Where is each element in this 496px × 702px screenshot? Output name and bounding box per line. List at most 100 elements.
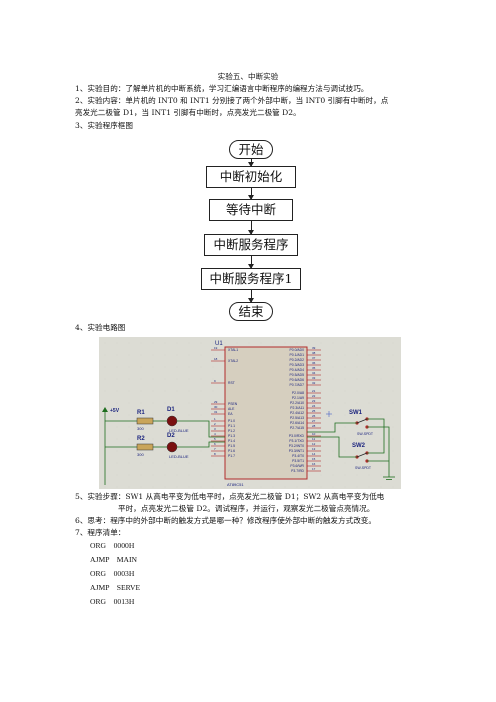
- grid-dot: [260, 342, 262, 344]
- grid-dot: [104, 378, 106, 380]
- pin-number: 28: [312, 424, 316, 428]
- pin-label: P3.3/INT1: [289, 449, 304, 453]
- grid-dot: [188, 354, 190, 356]
- grid-dot: [332, 438, 334, 440]
- wire-int1: [307, 436, 357, 458]
- grid-dot: [164, 390, 166, 392]
- grid-dot: [176, 378, 178, 380]
- pin-number: 26: [312, 414, 316, 418]
- grid-dot: [116, 354, 118, 356]
- grid-dot: [212, 342, 214, 344]
- grid-dot: [332, 426, 334, 428]
- pin-label: P2.4/A12: [290, 411, 304, 415]
- grid-dot: [332, 354, 334, 356]
- pin-label: P1.1: [228, 424, 235, 428]
- grid-dot: [128, 438, 130, 440]
- grid-dot: [152, 378, 154, 380]
- grid-dot: [320, 486, 322, 488]
- grid-dot: [212, 462, 214, 464]
- grid-dot: [200, 378, 202, 380]
- grid-dot: [368, 462, 370, 464]
- grid-dot: [200, 354, 202, 356]
- grid-dot: [356, 378, 358, 380]
- paragraph-steps-1: 5、实验步骤：SW1 从高电平变为低电平时，点亮发光二极管 D1；SW2 从高电…: [75, 492, 385, 501]
- flow-arrow: [248, 256, 254, 269]
- grid-dot: [116, 450, 118, 452]
- grid-dot: [164, 486, 166, 488]
- grid-dot: [188, 438, 190, 440]
- pin-number: 16: [312, 462, 316, 466]
- grid-dot: [116, 486, 118, 488]
- grid-dot: [116, 378, 118, 380]
- code-line: ORG 0003H: [90, 569, 135, 578]
- grid-dot: [332, 414, 334, 416]
- grid-dot: [104, 402, 106, 404]
- grid-dot: [116, 366, 118, 368]
- pin-number: 25: [312, 409, 316, 413]
- grid-dot: [164, 426, 166, 428]
- grid-dot: [248, 486, 250, 488]
- grid-dot: [308, 342, 310, 344]
- grid-dot: [344, 390, 346, 392]
- grid-dot: [104, 342, 106, 344]
- grid-dot: [308, 366, 310, 368]
- pin-label: P2.1/A9: [292, 396, 304, 400]
- pin-number: 22: [312, 394, 316, 398]
- wire-int0: [307, 422, 357, 433]
- grid-dot: [332, 462, 334, 464]
- grid-dot: [344, 438, 346, 440]
- pin-label: P3.4/T0: [292, 454, 304, 458]
- code-line: AJMP SERVE: [90, 583, 141, 592]
- grid-dot: [320, 462, 322, 464]
- pin-number: 21: [312, 389, 316, 393]
- grid-dot: [380, 390, 382, 392]
- grid-dot: [116, 462, 118, 464]
- grid-dot: [164, 450, 166, 452]
- grid-dot: [212, 378, 214, 380]
- grid-dot: [308, 414, 310, 416]
- pin-label: P2.6/A14: [290, 421, 304, 425]
- grid-dot: [152, 390, 154, 392]
- grid-dot: [128, 414, 130, 416]
- grid-dot: [188, 474, 190, 476]
- r1-value: 300: [137, 426, 144, 431]
- grid-dot: [368, 414, 370, 416]
- sw1-part: SW-SPDT: [357, 432, 374, 436]
- grid-dot: [356, 450, 358, 452]
- flow-end: 结束: [229, 302, 273, 321]
- pin-label: P3.5/T1: [292, 459, 304, 463]
- grid-dot: [368, 438, 370, 440]
- grid-dot: [188, 402, 190, 404]
- grid-dot: [140, 486, 142, 488]
- grid-dot: [320, 474, 322, 476]
- grid-dot: [344, 354, 346, 356]
- pin-number: 39: [312, 346, 316, 350]
- grid-dot: [140, 342, 142, 344]
- grid-dot: [212, 486, 214, 488]
- grid-dot: [212, 402, 214, 404]
- grid-dot: [344, 486, 346, 488]
- grid-dot: [344, 414, 346, 416]
- power-arrow: [102, 407, 108, 412]
- pin-label: P3.1/TXD: [289, 439, 304, 443]
- pin-number: 36: [312, 361, 316, 365]
- grid-dot: [116, 438, 118, 440]
- grid-dot: [140, 438, 142, 440]
- grid-dot: [344, 462, 346, 464]
- r2-label: R2: [137, 436, 145, 442]
- heading-circuit: 4、实验电路图: [75, 323, 126, 332]
- grid-dot: [260, 486, 262, 488]
- pin-label: P0.5/AD5: [289, 373, 304, 377]
- grid-dot: [296, 342, 298, 344]
- grid-dot: [140, 462, 142, 464]
- grid-dot: [176, 450, 178, 452]
- grid-dot: [176, 474, 178, 476]
- grid-dot: [140, 474, 142, 476]
- grid-dot: [212, 438, 214, 440]
- grid-dot: [128, 486, 130, 488]
- pin-label: P2.7/A15: [290, 426, 304, 430]
- grid-dot: [164, 354, 166, 356]
- sw1-label: SW1: [349, 410, 363, 416]
- pin-number: 12: [312, 442, 316, 446]
- pin-label: P3.6/WR: [290, 464, 304, 468]
